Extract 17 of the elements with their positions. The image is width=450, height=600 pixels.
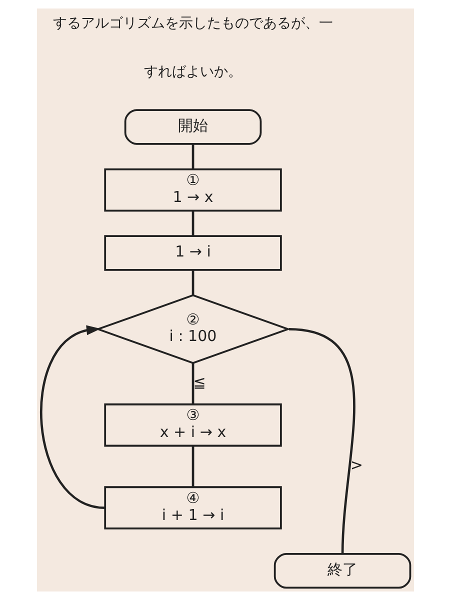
label: するアルゴリズムを示したものであるが、一 (52, 15, 333, 32)
edge-label: > (350, 456, 362, 474)
connector (191, 446, 194, 488)
connector (191, 363, 194, 404)
connector (288, 328, 355, 554)
connector (191, 210, 194, 236)
node-box: 開始 (124, 109, 262, 145)
node-box: ④ i + 1 → i (104, 486, 282, 530)
node-box: ① 1 → x (104, 168, 282, 212)
node-box: ③ x + i → x (104, 403, 282, 447)
node-box: 1 → i (104, 235, 282, 271)
edge-label: ≦ (192, 373, 206, 392)
connector (191, 144, 194, 169)
arrow (40, 325, 104, 509)
label: すればよいか。 (144, 64, 242, 80)
node-box: 終了 (273, 552, 411, 589)
connector (191, 270, 194, 296)
